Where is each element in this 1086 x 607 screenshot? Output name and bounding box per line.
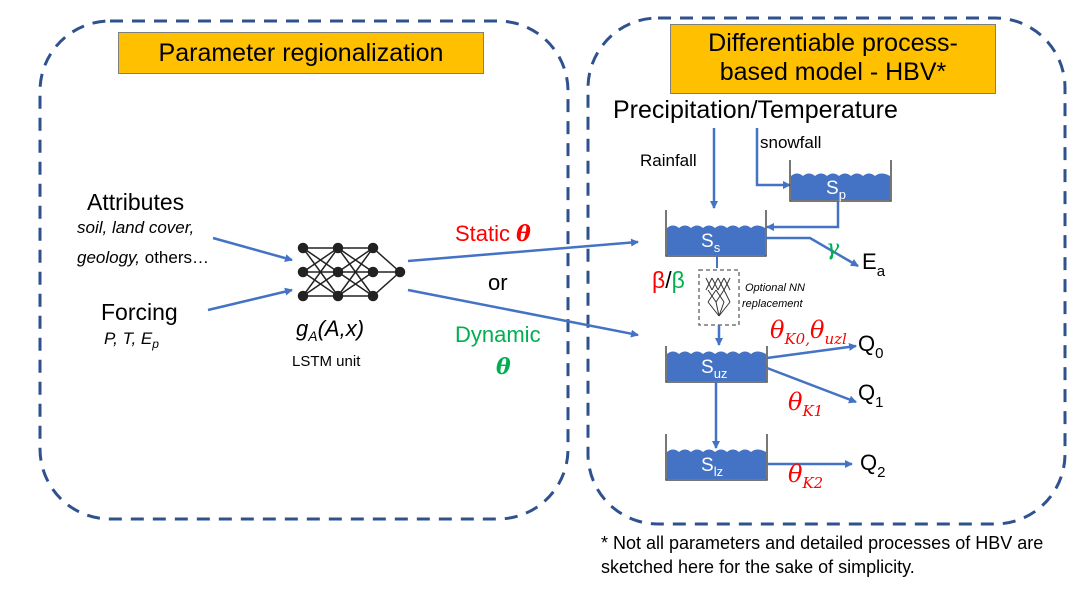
svg-text:Sp: Sp xyxy=(826,178,846,202)
gamma-label: γ xyxy=(826,236,840,261)
rainfall-label: Rainfall xyxy=(640,151,697,170)
theta-k0-uzl-label: θK0,θuzl xyxy=(770,316,847,348)
hbv-model-panel xyxy=(586,16,1067,526)
svg-text:replacement: replacement xyxy=(742,298,803,310)
forcing-arrow xyxy=(207,287,293,312)
q2-label: Q2 xyxy=(860,450,885,481)
attributes-arrow xyxy=(212,236,293,262)
svg-text:Slz: Slz xyxy=(701,455,723,479)
beta-label: β/β xyxy=(652,267,685,293)
svg-text:Suz: Suz xyxy=(701,357,727,381)
upper-zone-store: Suz xyxy=(665,346,768,383)
static-theta-label: Static θ xyxy=(455,221,531,247)
attributes-label: Attributes xyxy=(87,189,184,215)
hbv-title-line-2: based model - HBV* xyxy=(719,58,947,86)
forcing-vars: P, T, Ep xyxy=(104,329,159,351)
q0-label: Q0 xyxy=(858,331,883,362)
hbv-title-line-1: Differentiable process- xyxy=(708,29,958,57)
ea-label: Ea xyxy=(862,249,886,280)
parameter-regionalization-title: Parameter regionalization xyxy=(118,32,484,74)
snowpack-store: Sp xyxy=(789,160,892,202)
precip-temp-label: Precipitation/Temperature xyxy=(613,96,898,124)
snowfall-arrow xyxy=(755,128,791,189)
soil-moisture-store: Ss xyxy=(665,210,767,257)
q1-arrow xyxy=(766,366,857,404)
snowfall-label: snowfall xyxy=(760,133,821,152)
q1-label: Q1 xyxy=(858,380,883,411)
evaporation-arrow xyxy=(766,236,859,268)
dynamic-theta-symbol: θ xyxy=(496,354,511,380)
footnote: * Not all parameters and detailed proces… xyxy=(601,533,1044,577)
lower-zone-store: Slz xyxy=(665,434,768,481)
or-label: or xyxy=(488,270,508,295)
forcing-label: Forcing xyxy=(101,299,178,325)
lstm-function-label: gA(A,x) xyxy=(296,316,364,344)
lstm-unit-label: LSTM unit xyxy=(292,353,361,370)
dynamic-theta-arrow xyxy=(407,288,639,338)
svg-text:Ss: Ss xyxy=(701,231,721,255)
theta-k1-label: θK1 xyxy=(788,388,823,420)
neural-network-icon xyxy=(297,242,406,302)
q0-arrow xyxy=(766,342,857,360)
svg-text:Optional NN: Optional NN xyxy=(745,282,805,294)
dynamic-label: Dynamic xyxy=(455,322,541,347)
optional-nn-replacement: Optional NN replacement xyxy=(698,269,805,326)
hbv-model-title: Differentiable process- based model - HB… xyxy=(670,24,996,94)
snowmelt-arrow xyxy=(766,201,840,231)
attributes-items-2: geology, others… xyxy=(77,248,209,267)
attributes-items-1: soil, land cover, xyxy=(77,218,194,237)
theta-k2-label: θK2 xyxy=(788,460,823,492)
static-theta-arrow xyxy=(407,238,639,263)
